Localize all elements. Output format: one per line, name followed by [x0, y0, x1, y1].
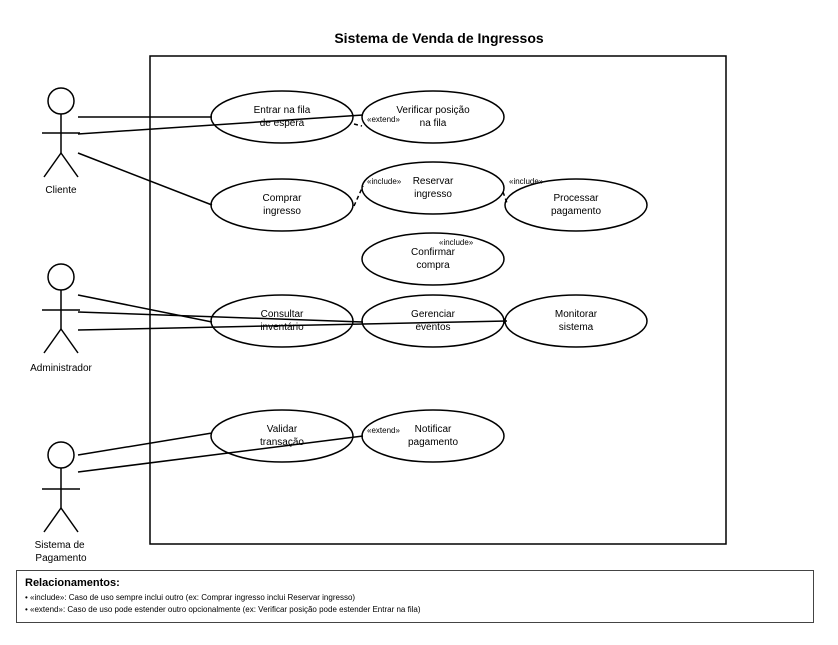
uc-consultar-inventario: [210, 294, 354, 348]
uc-monitorar-sistema: [504, 294, 648, 348]
assoc-admin-consultar: [77, 294, 213, 323]
stereotype-include-confirmar: «include»: [439, 238, 474, 247]
actor-administrador-label: Administrador: [30, 363, 92, 374]
legend-extend-line: • «extend»: Caso de uso pode estender ou…: [25, 605, 421, 614]
stereotype-extend-verificar: «extend»: [367, 115, 400, 124]
uc-validar-transacao: [210, 409, 354, 463]
stereotype-extend-notificar: «extend»: [367, 426, 400, 435]
use-case-labels: Entrar na fila de espera Verificar posição…: [254, 105, 602, 448]
use-cases: [210, 90, 648, 463]
uc-reservar-ingresso: [361, 161, 505, 215]
uc-entrar-fila-label-1: Entrar na fila: [254, 105, 311, 116]
system-boundary: [149, 55, 727, 545]
uc-notificar-pagamento-label-1: Notificar: [415, 424, 452, 435]
legend-include-line: • «include»: Caso de uso sempre inclui o…: [25, 593, 356, 602]
uc-entrar-fila-label-2: de espera: [260, 118, 305, 129]
extend-verificar-entrar: [353, 123, 363, 127]
uc-notificar-pagamento: [361, 409, 505, 463]
uc-reservar-ingresso-label-1: Reservar: [413, 176, 454, 187]
uc-reservar-ingresso-label-2: ingresso: [414, 189, 452, 200]
uc-consultar-inventario-label-1: Consultar: [261, 309, 304, 320]
uc-consultar-inventario-label-2: inventário: [260, 322, 304, 333]
include-comprar-reservar: [353, 185, 364, 207]
actor-sistema-pagamento: [42, 441, 80, 533]
uc-comprar-ingresso: [210, 178, 354, 232]
diagram-title: Sistema de Venda de Ingressos: [334, 30, 544, 46]
associations: [77, 114, 508, 473]
uc-verificar-posicao-label-1: Verificar posição: [396, 105, 470, 116]
uc-gerenciar-eventos-label-1: Gerenciar: [411, 309, 456, 320]
actor-cliente-label: Cliente: [45, 185, 77, 196]
uc-validar-transacao-label-1: Validar: [267, 424, 298, 435]
stereotype-include-processar: «include»: [509, 177, 544, 186]
uc-validar-transacao-label-2: transação: [260, 437, 304, 448]
uc-confirmar-compra-label-1: Confirmar: [411, 247, 456, 258]
uc-entrar-fila: [210, 90, 354, 144]
uc-processar-pagamento: [504, 178, 648, 232]
legend-box: Relacionamentos: • «include»: Caso de us…: [16, 570, 814, 623]
uc-monitorar-sistema-label-1: Monitorar: [555, 309, 598, 320]
uc-comprar-ingresso-label-2: ingresso: [263, 206, 301, 217]
uc-confirmar-compra: [361, 232, 505, 286]
assoc-cliente-verificar: [77, 114, 364, 135]
uc-confirmar-compra-label-2: compra: [416, 260, 450, 271]
uc-verificar-posicao: [361, 90, 505, 144]
uc-verificar-posicao-label-2: na fila: [420, 118, 447, 129]
uc-monitorar-sistema-label-2: sistema: [559, 322, 594, 333]
actor-administrador: [42, 263, 80, 354]
uc-processar-pagamento-label-2: pagamento: [551, 206, 601, 217]
uc-gerenciar-eventos: [361, 294, 505, 348]
assoc-pag-notificar: [77, 435, 364, 473]
actor-cliente: [42, 87, 80, 178]
actor-sistema-pagamento-label: Sistema de Pagamento: [35, 540, 88, 564]
stereotype-include-reservar: «include»: [367, 177, 402, 186]
uc-processar-pagamento-label-1: Processar: [553, 193, 599, 204]
assoc-admin-monitorar: [77, 320, 508, 331]
assoc-admin-gerenciar: [77, 311, 364, 323]
assoc-cliente-comprar: [77, 152, 213, 206]
uc-notificar-pagamento-label-2: pagamento: [408, 437, 458, 448]
assoc-pag-validar: [77, 432, 213, 456]
legend-title: Relacionamentos:: [25, 577, 120, 589]
uc-gerenciar-eventos-label-2: eventos: [415, 322, 450, 333]
uc-comprar-ingresso-label-1: Comprar: [263, 193, 303, 204]
